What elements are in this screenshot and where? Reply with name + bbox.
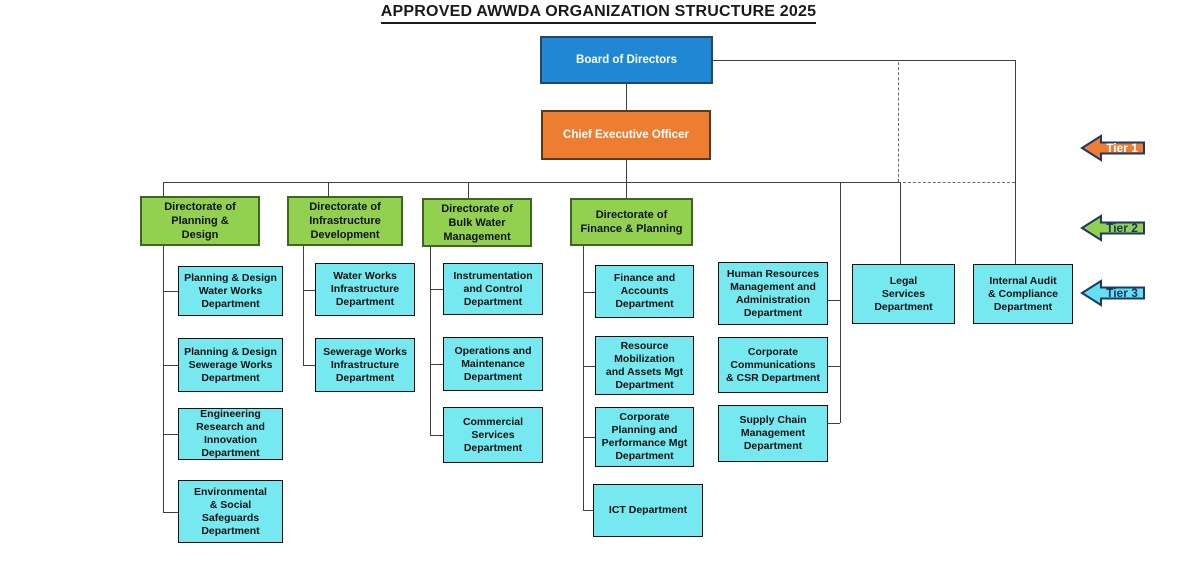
- connector-line: [430, 247, 431, 435]
- left-arrow-icon: [1080, 214, 1145, 242]
- connector-line: [626, 84, 627, 110]
- connector-line: [840, 182, 841, 423]
- connector-line-dashed: [898, 182, 1015, 183]
- connector-line: [828, 366, 840, 367]
- connector-line: [163, 512, 178, 513]
- connector-line: [583, 437, 595, 438]
- connector-line: [583, 366, 595, 367]
- tier-1-arrow: Tier 1: [1080, 134, 1146, 162]
- directorate-finance-planning: Directorate of Finance & Planning: [570, 198, 693, 246]
- dept-operations-maintenance: Operations and Maintenance Department: [443, 337, 543, 391]
- dept-commercial-services: Commercial Services Department: [443, 407, 543, 463]
- connector-line: [303, 290, 315, 291]
- tier-2-arrow: Tier 2: [1080, 214, 1146, 242]
- page-title-text: APPROVED AWWDA ORGANIZATION STRUCTURE 20…: [380, 3, 817, 24]
- connector-line: [430, 364, 443, 365]
- dept-ict: ICT Department: [593, 484, 703, 537]
- directorate-bulk-water-management: Directorate of Bulk Water Management: [422, 198, 532, 247]
- tier-3-arrow: Tier 3: [1080, 279, 1146, 307]
- dept-environmental-social-safeguards: Environmental & Social Safeguards Depart…: [178, 480, 283, 543]
- connector-line: [583, 510, 595, 511]
- connector-line: [328, 182, 329, 196]
- directorate-infrastructure-development: Directorate of Infrastructure Developmen…: [287, 196, 403, 246]
- page-title: APPROVED AWWDA ORGANIZATION STRUCTURE 20…: [0, 3, 1197, 24]
- left-arrow-icon: [1080, 279, 1145, 307]
- dept-water-works-infrastructure: Water Works Infrastructure Department: [315, 263, 415, 316]
- board-of-directors-box: Board of Directors: [540, 36, 713, 84]
- dept-instrumentation-control: Instrumentation and Control Department: [443, 263, 543, 315]
- connector-line: [163, 365, 178, 366]
- dept-pd-water-works: Planning & Design Water Works Department: [178, 266, 283, 316]
- connector-line-dashed: [898, 62, 899, 182]
- dept-internal-audit-compliance: Internal Audit & Compliance Department: [973, 264, 1073, 324]
- connector-line: [583, 292, 595, 293]
- connector-line: [430, 435, 443, 436]
- connector-line: [163, 182, 164, 196]
- connector-line: [1015, 60, 1016, 264]
- tier-1-label: Tier 1: [1106, 141, 1138, 155]
- dept-finance-accounts: Finance and Accounts Department: [595, 265, 694, 318]
- connector-line: [468, 182, 469, 198]
- connector-line: [583, 245, 584, 510]
- connector-line: [163, 182, 899, 183]
- dept-pd-sewerage-works: Planning & Design Sewerage Works Departm…: [178, 338, 283, 392]
- dept-resource-mobilization-assets: Resource Mobilization and Assets Mgt Dep…: [595, 336, 694, 395]
- directorate-planning-design: Directorate of Planning & Design: [140, 196, 260, 246]
- connector-line: [303, 365, 315, 366]
- connector-line: [163, 434, 178, 435]
- dept-corporate-planning-performance: Corporate Planning and Performance Mgt D…: [595, 407, 694, 467]
- dept-hr-management-administration: Human Resources Management and Administr…: [718, 262, 828, 325]
- connector-line: [900, 182, 901, 264]
- left-arrow-icon: [1080, 134, 1145, 162]
- connector-line: [828, 300, 840, 301]
- ceo-box: Chief Executive Officer: [541, 110, 711, 160]
- dept-engineering-research-innovation: Engineering Research and Innovation Depa…: [178, 408, 283, 460]
- dept-corporate-communications-csr: Corporate Communications & CSR Departmen…: [718, 337, 828, 393]
- dept-legal-services: Legal Services Department: [852, 264, 955, 324]
- connector-line: [626, 160, 627, 198]
- dept-sewerage-works-infrastructure: Sewerage Works Infrastructure Department: [315, 338, 415, 392]
- connector-line: [430, 289, 443, 290]
- tier-3-label: Tier 3: [1106, 286, 1138, 300]
- connector-line: [163, 246, 164, 512]
- connector-line: [713, 60, 1015, 61]
- connector-line: [163, 291, 178, 292]
- connector-line: [828, 423, 840, 424]
- connector-line: [303, 246, 304, 366]
- dept-supply-chain-management: Supply Chain Management Department: [718, 405, 828, 462]
- tier-2-label: Tier 2: [1106, 221, 1138, 235]
